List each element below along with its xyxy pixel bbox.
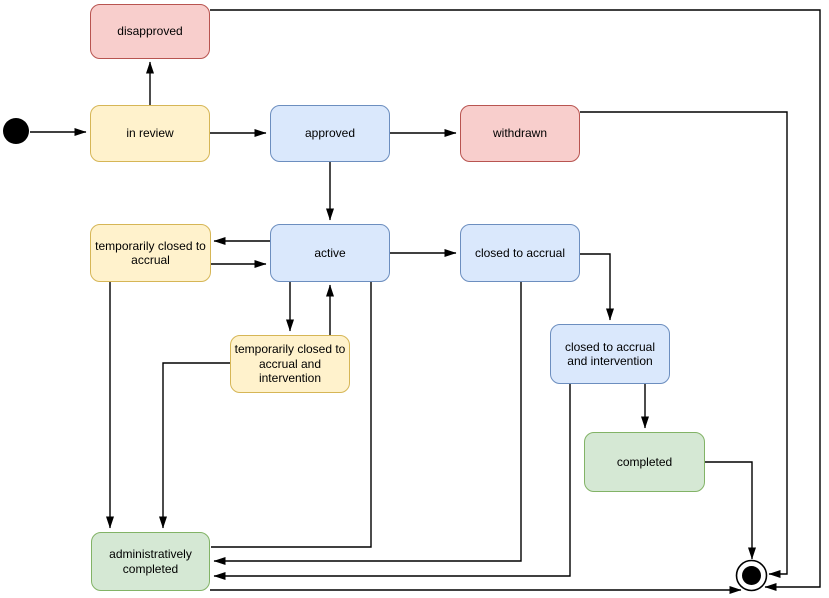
edge-temp-closed-intervention-to-admin-completed — [159, 362, 230, 529]
state-label: administratively completed — [109, 547, 192, 576]
state-label: closed to accrual and intervention — [564, 339, 656, 368]
state-label: temporarily closed to accrual and interv… — [234, 342, 346, 386]
edge-closed-accrual-intervention-to-admin-completed — [213, 384, 571, 580]
state-label: withdrawn — [492, 126, 548, 141]
state-label: disapproved — [117, 24, 183, 39]
state-label: completed — [616, 454, 673, 469]
state-active: active — [270, 224, 390, 282]
edge-active-to-admin-completed — [211, 282, 372, 548]
state-closed-to-accrual-and-intervention: closed to accrual and intervention — [550, 324, 670, 384]
edge-completed-to-end — [705, 461, 756, 560]
state-label: temporarily closed to accrual — [95, 238, 206, 267]
final-state-node — [735, 559, 768, 592]
edge-disapproved-to-end — [210, 9, 821, 591]
edge-closed-accrual-to-closed-accrual-intervention — [580, 253, 614, 321]
state-closed-to-accrual: closed to accrual — [460, 224, 580, 282]
state-temporarily-closed-to-accrual-and-intervention: temporarily closed to accrual and interv… — [230, 335, 350, 393]
state-temporarily-closed-to-accrual: temporarily closed to accrual — [90, 224, 211, 282]
initial-state-node — [3, 118, 29, 144]
state-approved: approved — [270, 105, 390, 162]
state-label: approved — [304, 126, 356, 141]
state-completed: completed — [584, 432, 705, 492]
state-label: in review — [126, 126, 174, 141]
state-label: closed to accrual — [474, 245, 566, 260]
state-label: active — [314, 245, 346, 260]
state-administratively-completed: administratively completed — [91, 532, 210, 591]
edge-withdrawn-to-end — [580, 111, 788, 578]
state-in-review: in review — [90, 105, 210, 162]
edge-closed-accrual-to-admin-completed — [213, 282, 522, 565]
state-withdrawn: withdrawn — [460, 105, 580, 162]
state-disapproved: disapproved — [90, 4, 210, 59]
